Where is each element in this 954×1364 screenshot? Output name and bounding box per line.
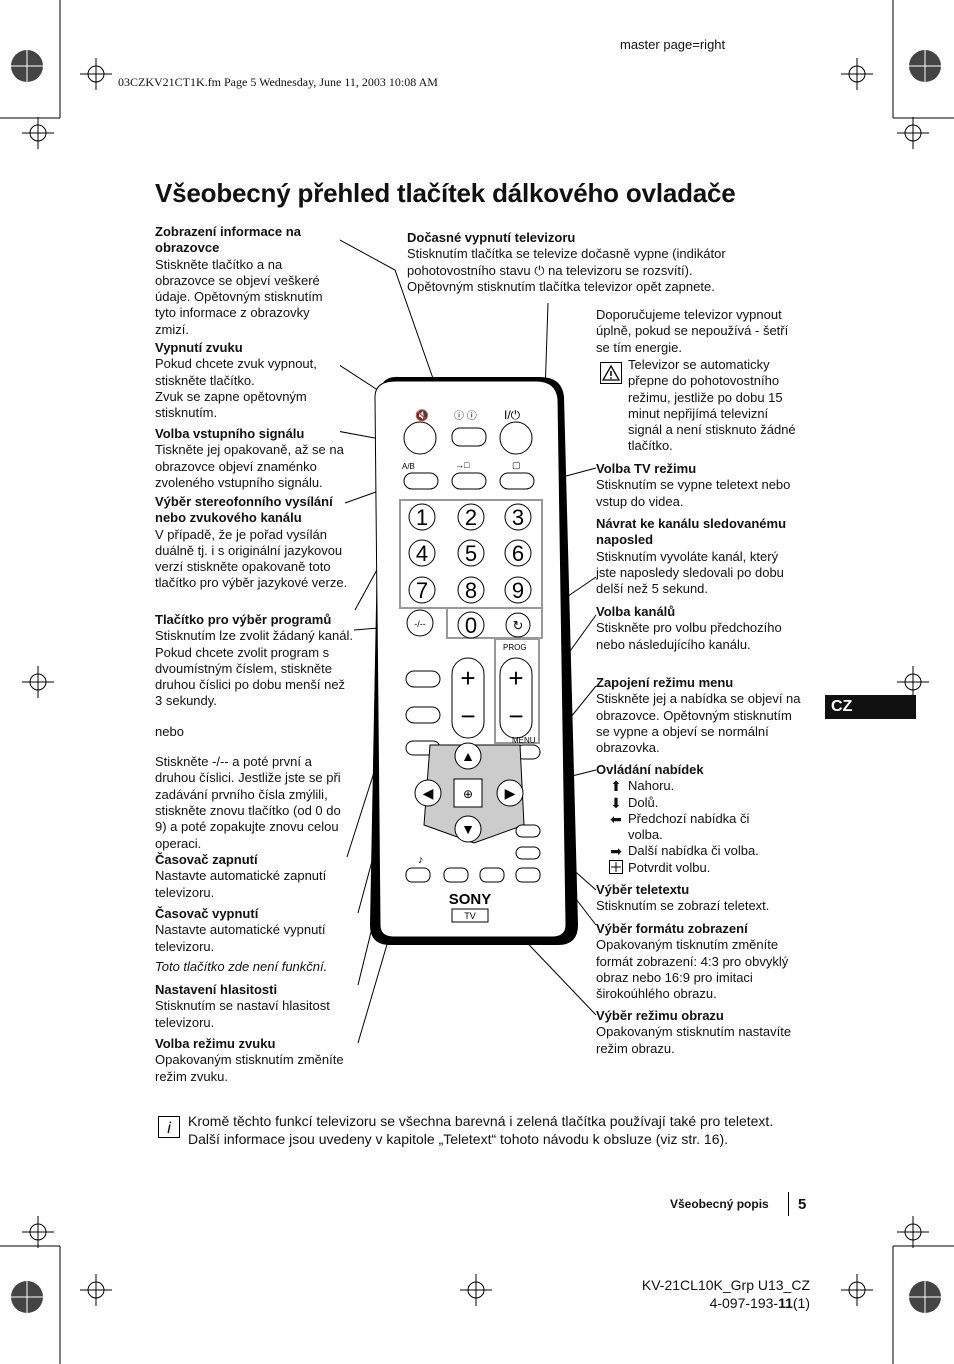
remote-illustration: 🔇 ⓘ ⓘ I/⏻ A/B →□ ▢ 1 2 3 4 5 6 7 8 9 0 -…	[340, 239, 597, 1044]
note-text: Kromě těchto funkcí televizoru se všechn…	[188, 1113, 774, 1147]
teletext-block: Výběr teletextu Stisknutím se zobrazí te…	[596, 882, 770, 914]
format-block: Výběr formátu zobrazení Opakovaným tiskn…	[596, 921, 789, 1002]
warning-icon	[600, 362, 622, 384]
svg-text:0: 0	[465, 613, 477, 638]
program-block: Tlačítko pro výběr programů Stisknutím l…	[155, 612, 353, 851]
nav-left-row: ⬅ Předchozí nabídka či volba.	[596, 811, 801, 844]
svg-text:i: i	[167, 1120, 171, 1137]
prog-minus-icon: −	[508, 701, 523, 731]
prog-plus-icon: +	[508, 663, 523, 693]
svg-text:9: 9	[512, 578, 524, 603]
nav-block: Ovládání nabídek ⬆ Nahoru. ⬇ Dolů. ⬅ Pře…	[596, 762, 801, 877]
timer-off-block: Časovač vypnutí Nastavte automatické vyp…	[155, 906, 328, 974]
picture-mode-block: Výběr režimu obrazu Opakovaným stisknutí…	[596, 1008, 792, 1056]
nav-right-icon: ▶	[505, 785, 516, 801]
nav-left-icon: ◀	[423, 785, 434, 801]
nav-down-icon: ▼	[461, 821, 475, 837]
ab-label: A/B	[402, 462, 415, 471]
stereo-block: Výběr stereofonního vysílání nebo zvukov…	[155, 494, 348, 591]
file-info: 03CZKV21CT1K.fm Page 5 Wednesday, June 1…	[118, 75, 438, 89]
crosshair-marks	[22, 58, 929, 1306]
warning-block: Televizor se automaticky přepne do pohot…	[628, 357, 796, 454]
info-icon: ⓘ ⓘ	[454, 410, 477, 422]
page-title: Všeobecný přehled tlačítek dálkového ovl…	[155, 178, 736, 208]
menu-block: Zapojení režimu menu Stiskněte jej a nab…	[596, 675, 801, 756]
arrow-up-icon: ⬆	[610, 778, 622, 795]
ok-icon	[608, 859, 624, 877]
menu-label: MENU	[512, 736, 536, 745]
timer-on-block: Časovač zapnutí Nastavte automatické zap…	[155, 852, 327, 900]
mute-block: Vypnutí zvuku Pokud chcete zvuk vypnout,…	[155, 340, 317, 421]
sound-mode-block: Volba režimu zvuku Opakovaným stisknutím…	[155, 1036, 344, 1084]
arrow-left-icon: ⬅	[610, 810, 622, 827]
footer-divider	[788, 1192, 789, 1216]
svg-text:5: 5	[465, 541, 477, 566]
vol-plus-icon: +	[460, 663, 475, 693]
model-info: KV-21CL10K_Grp U13_CZ 4-097-193-11(1)	[641, 1277, 810, 1311]
tv-label: TV	[464, 911, 476, 921]
power-icon: I/⏻	[504, 408, 521, 422]
standby-block: Dočasné vypnutí televizoru Stisknutím tl…	[407, 230, 726, 294]
svg-text:1: 1	[416, 505, 428, 530]
svg-text:3: 3	[512, 505, 524, 530]
vol-minus-icon: −	[460, 701, 475, 731]
brand-label: SONY	[449, 891, 492, 908]
nav-ok-icon: ⊕	[463, 787, 473, 801]
master-page-label: master page=right	[620, 37, 726, 52]
jump-icon: ↻	[513, 618, 524, 633]
recommend-block: Doporučujeme televizor vypnout úplně, po…	[596, 307, 789, 355]
channel-block: Volba kanálů Stiskněte pro volbu předcho…	[596, 604, 782, 652]
language-tab: CZ	[825, 695, 916, 719]
tv-icon: ▢	[512, 460, 521, 470]
svg-text:8: 8	[465, 578, 477, 603]
arrow-right-icon: ➡	[610, 843, 622, 860]
info-block: Zobrazení informace na obrazovce Stiskně…	[155, 224, 323, 337]
info-note-icon: i	[158, 1116, 180, 1138]
mute-icon: 🔇	[415, 409, 429, 422]
volume-block: Nastavení hlasitosti Stisknutím se nasta…	[155, 982, 330, 1030]
nav-down-row: ⬇ Dolů.	[596, 795, 801, 811]
tv-mode-block: Volba TV režimu Stisknutím se vypne tele…	[596, 461, 791, 509]
page-number: 5	[798, 1196, 807, 1213]
last-channel-block: Návrat ke kanálu sledovanému naposled St…	[596, 516, 787, 597]
svg-text:6: 6	[512, 541, 524, 566]
svg-text:4: 4	[416, 541, 428, 566]
input-block: Volba vstupního signálu Tiskněte jej opa…	[155, 426, 344, 490]
nav-up-icon: ▲	[461, 748, 475, 764]
footer-section: Všeobecný popis	[670, 1197, 769, 1211]
nav-right-row: ➡ Další nabídka či volba.	[596, 843, 801, 859]
svg-text:2: 2	[465, 505, 477, 530]
nav-up-row: ⬆ Nahoru.	[596, 778, 801, 794]
prog-label: PROG	[503, 643, 527, 652]
input-icon: →□	[455, 460, 470, 470]
dash-label: -/--	[414, 619, 426, 629]
arrow-down-icon: ⬇	[610, 794, 622, 811]
note-icon: ♪	[418, 854, 424, 866]
nav-ok-row: Potvrdit volbu.	[596, 859, 801, 877]
svg-text:7: 7	[416, 578, 428, 603]
